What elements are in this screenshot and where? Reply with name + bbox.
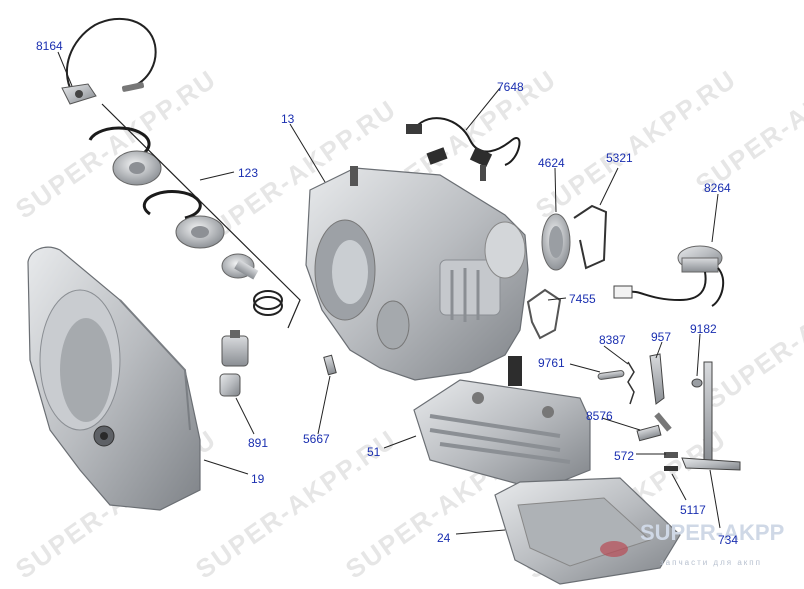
part-24-oil-pan — [494, 477, 681, 585]
callout-7455[interactable]: 7455 — [569, 292, 596, 306]
part-8264-solenoid — [613, 245, 725, 307]
callout-891[interactable]: 891 — [248, 436, 269, 450]
part-5117-pin — [664, 466, 678, 471]
part-957-lever — [649, 353, 665, 405]
part-8387-spring — [627, 361, 635, 405]
part-7648-sensors — [406, 117, 521, 181]
callout-8264[interactable]: 8264 — [704, 181, 731, 195]
part-734-shaft — [681, 361, 741, 471]
callout-9761[interactable]: 9761 — [538, 356, 565, 370]
callout-9182[interactable]: 9182 — [690, 322, 717, 336]
part-13-transmission-case — [305, 166, 529, 381]
callout-4624[interactable]: 4624 — [538, 156, 565, 170]
brand-tagline: запчасти для акпп — [660, 558, 762, 567]
part-4624-piston — [541, 213, 571, 271]
callout-8164[interactable]: 8164 — [36, 39, 63, 53]
part-7455-gasket — [526, 288, 562, 340]
callout-8387[interactable]: 8387 — [599, 333, 626, 347]
callout-5667[interactable]: 5667 — [303, 432, 330, 446]
callout-19[interactable]: 19 — [251, 472, 265, 486]
callout-123[interactable]: 123 — [238, 166, 259, 180]
callout-51[interactable]: 51 — [367, 445, 381, 459]
part-9761-pin — [597, 370, 625, 380]
leader-lines — [57, 51, 721, 535]
group-bracket-line — [101, 103, 301, 329]
part-8576-link — [636, 412, 672, 442]
part-8164-sensor — [61, 17, 157, 105]
callout-13[interactable]: 13 — [281, 112, 295, 126]
part-5321-clip — [573, 204, 608, 270]
callout-957[interactable]: 957 — [651, 330, 672, 344]
callout-734[interactable]: 734 — [718, 533, 739, 547]
part-19-bell-housing — [27, 246, 201, 511]
callout-7648[interactable]: 7648 — [497, 80, 524, 94]
part-572-detent — [664, 452, 678, 458]
part-5667-plug — [323, 354, 337, 376]
part-51-valve-body — [413, 356, 591, 491]
callout-5117[interactable]: 5117 — [680, 503, 706, 517]
callout-8576[interactable]: 8576 — [586, 409, 613, 423]
part-891-component — [219, 330, 249, 397]
part-9182-nut — [691, 378, 703, 388]
callout-5321[interactable]: 5321 — [606, 151, 633, 165]
brand-logo-text: SUPER-AKPP — [640, 520, 785, 545]
callout-24[interactable]: 24 — [437, 531, 451, 545]
callout-572[interactable]: 572 — [614, 449, 635, 463]
part-123-clutch-group — [88, 126, 283, 316]
